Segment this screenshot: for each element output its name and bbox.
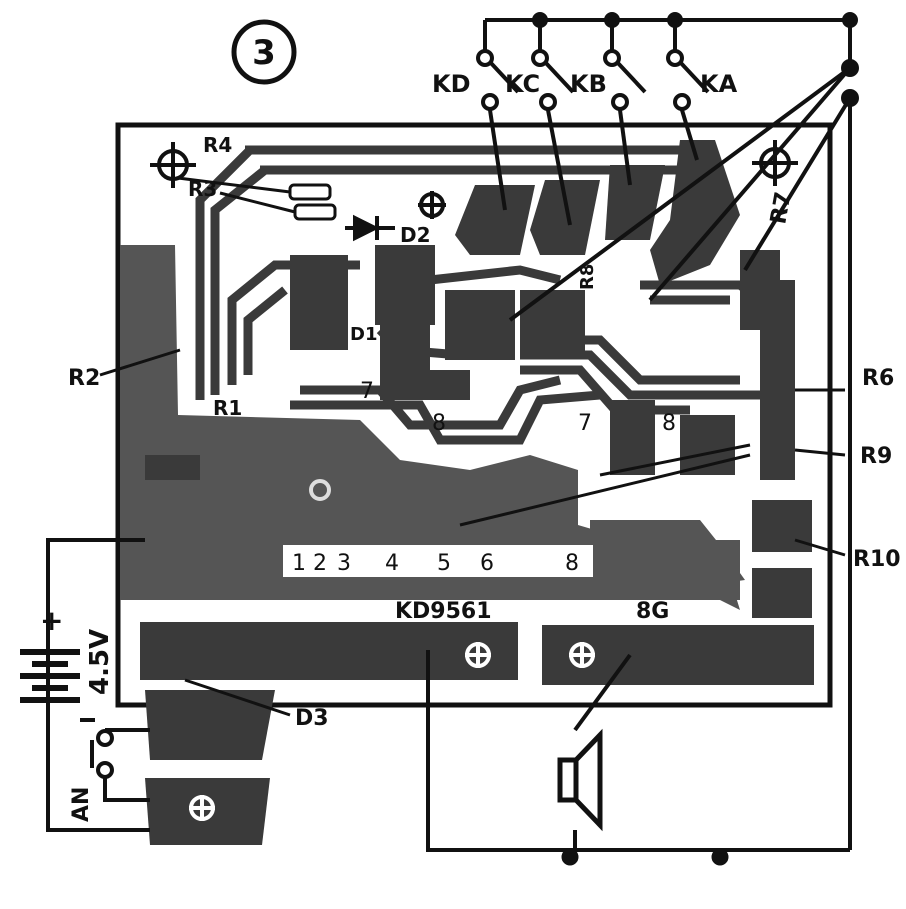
inner-pin-8a: 8 bbox=[432, 411, 446, 436]
inner-pin-8b: 8 bbox=[662, 411, 676, 436]
transistor-label: 8G bbox=[636, 599, 669, 624]
ic-pin-1: 1 bbox=[292, 551, 306, 576]
label-r4: R4 bbox=[203, 133, 232, 157]
copper-pads bbox=[145, 140, 812, 618]
mounting-holes bbox=[150, 140, 798, 821]
battery-voltage: 4.5V bbox=[85, 629, 115, 695]
label-r1: R1 bbox=[213, 396, 242, 420]
label-r10: R10 bbox=[853, 547, 901, 572]
key-label-kd: KD bbox=[432, 70, 471, 98]
leader-lines bbox=[99, 176, 846, 717]
battery-symbol bbox=[20, 649, 80, 703]
key-label-ka: KA bbox=[700, 70, 738, 98]
ic-name: KD9561 bbox=[395, 599, 492, 624]
copper-strip-left bbox=[140, 622, 518, 680]
switch-an bbox=[90, 729, 114, 779]
copper-pad-d3 bbox=[145, 690, 275, 760]
inner-pin-7a: 7 bbox=[360, 379, 374, 404]
label-r9: R9 bbox=[860, 444, 892, 469]
label-r6: R6 bbox=[862, 366, 894, 391]
inner-pin-7b: 7 bbox=[578, 411, 592, 436]
label-r8: R8 bbox=[577, 264, 598, 290]
key-switches bbox=[476, 12, 859, 850]
ic-pin-4: 4 bbox=[385, 551, 399, 576]
board-outline bbox=[115, 122, 833, 708]
label-r3: R3 bbox=[188, 177, 217, 201]
label-d3: D3 bbox=[295, 706, 329, 731]
diode-d2-symbol bbox=[345, 214, 395, 242]
ic-pin-strip bbox=[283, 545, 593, 577]
label-d2: D2 bbox=[400, 223, 431, 247]
ic-pin-6: 6 bbox=[480, 551, 494, 576]
figure-number: 3 bbox=[252, 33, 276, 73]
key-label-kb: KB bbox=[570, 70, 607, 98]
battery-plus-sign: + bbox=[40, 604, 63, 637]
resistor-bodies bbox=[288, 183, 337, 221]
ic-pin-2: 2 bbox=[313, 551, 327, 576]
label-r7: R7 bbox=[766, 190, 796, 226]
ic-pin-5: 5 bbox=[437, 551, 451, 576]
figure-number-circle bbox=[231, 19, 297, 85]
label-d1: D1 bbox=[350, 324, 377, 345]
ic-pin-3: 3 bbox=[337, 551, 351, 576]
label-r2: R2 bbox=[68, 366, 100, 391]
copper-pad-switch bbox=[145, 778, 270, 845]
ground-plane bbox=[120, 245, 745, 610]
speaker-icon bbox=[557, 728, 729, 866]
switch-label: AN bbox=[69, 787, 94, 822]
ic-pin-8: 8 bbox=[565, 551, 579, 576]
key-label-kc: KC bbox=[505, 70, 540, 98]
